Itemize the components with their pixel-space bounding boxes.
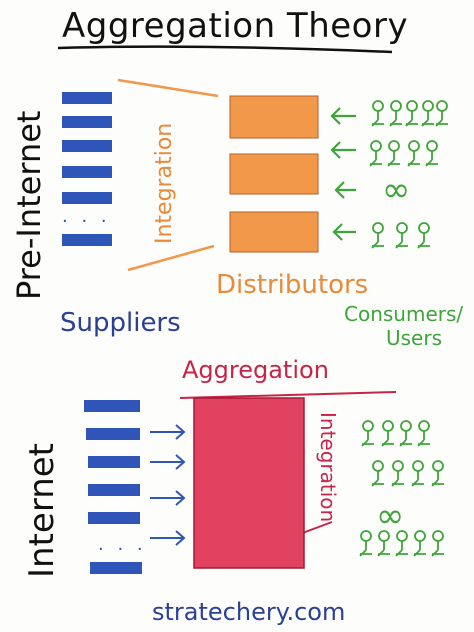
- consumers-bottom: [359, 420, 444, 557]
- arrow-left-icon: [330, 107, 356, 125]
- consumers-top: [369, 100, 448, 249]
- user-figures-row-6: [359, 530, 444, 557]
- supplier-bar: [84, 400, 140, 412]
- consumer-arrows-top: [330, 107, 356, 241]
- integration-label-bottom: Integration: [316, 412, 340, 523]
- supplier-bar: [62, 116, 112, 128]
- top-suppliers: [62, 92, 112, 246]
- supplier-ellipsis-top: . . .: [62, 206, 111, 227]
- supplier-bar: [62, 234, 112, 246]
- consumers-label-line2: Users: [386, 326, 443, 350]
- distributor-box: [229, 153, 319, 195]
- supplier-bar: [90, 562, 142, 574]
- supplier-arrows-bottom: [150, 424, 186, 546]
- suppliers-label: Suppliers: [60, 308, 181, 338]
- supplier-bar: [86, 428, 140, 440]
- arrow-left-icon: [334, 181, 356, 199]
- bottom-suppliers: [84, 400, 142, 574]
- supplier-bar: [62, 166, 112, 178]
- arrow-right-icon: [150, 490, 186, 506]
- user-figures-row-4: [361, 420, 430, 447]
- aggregation-line-top: [179, 391, 397, 399]
- distributor-box: [229, 211, 319, 253]
- pre-internet-label: Pre-Internet: [10, 110, 48, 300]
- integration-line-bottom: [127, 244, 215, 272]
- infinity-icon: ∞: [382, 170, 411, 210]
- supplier-bar: [62, 192, 112, 204]
- page-title: Aggregation Theory: [62, 6, 409, 46]
- supplier-bar: [88, 484, 140, 496]
- user-figures-row-1: [371, 100, 448, 127]
- arrow-left-icon: [330, 141, 356, 159]
- supplier-bar: [88, 456, 140, 468]
- aggregator-box: [193, 397, 305, 569]
- user-figures-row-2: [369, 140, 438, 167]
- aggregation-label: Aggregation: [182, 356, 329, 384]
- arrow-left-icon: [332, 223, 356, 241]
- consumers-label-line1: Consumers/: [344, 302, 464, 326]
- arrow-right-icon: [150, 424, 186, 440]
- distributors: [229, 95, 319, 253]
- distributor-box: [229, 95, 319, 139]
- infinity-icon: ∞: [376, 496, 405, 536]
- internet-label: Internet: [22, 442, 62, 578]
- supplier-ellipsis-bottom: . . .: [98, 534, 147, 555]
- supplier-bar: [62, 92, 112, 104]
- integration-label-top: Integration: [152, 122, 177, 244]
- supplier-bar: [88, 512, 140, 524]
- distributors-label: Distributors: [216, 270, 369, 300]
- title-underline: [57, 45, 393, 54]
- footer-url: stratechery.com: [152, 598, 346, 626]
- arrow-right-icon: [150, 454, 186, 470]
- user-figures-row-5: [371, 460, 444, 487]
- integration-line-top: [117, 78, 219, 98]
- supplier-bar: [62, 140, 112, 152]
- user-figures-row-3: [371, 222, 430, 249]
- arrow-right-icon: [150, 530, 186, 546]
